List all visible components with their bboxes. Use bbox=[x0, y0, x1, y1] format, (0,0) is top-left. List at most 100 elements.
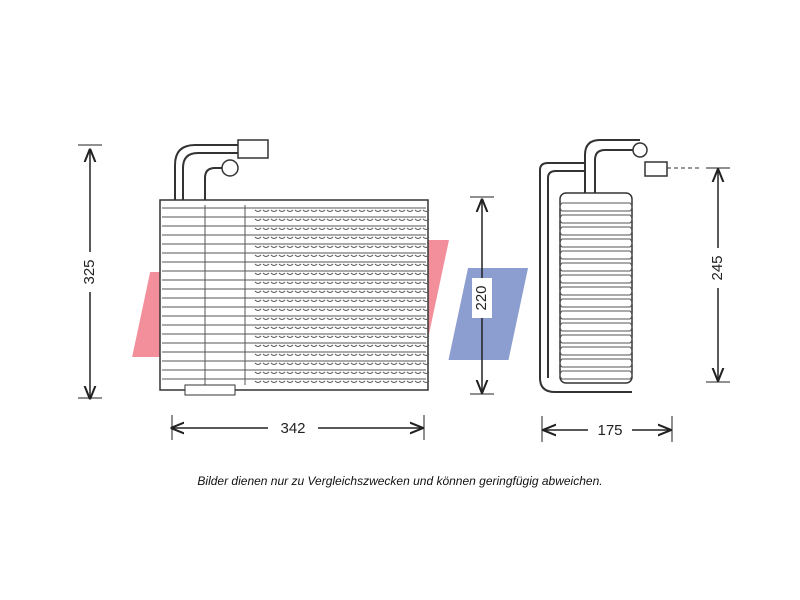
fin-detail bbox=[310, 326, 318, 329]
fin-detail bbox=[366, 326, 374, 329]
side-fin bbox=[559, 310, 633, 320]
fin-detail bbox=[390, 218, 398, 221]
fin-detail bbox=[358, 209, 366, 212]
side-fin bbox=[559, 322, 633, 332]
fin-detail bbox=[254, 290, 262, 293]
fin-detail bbox=[302, 254, 310, 257]
fin-detail bbox=[350, 218, 358, 221]
fin-detail bbox=[262, 236, 270, 239]
fin-detail bbox=[358, 362, 366, 365]
fin-detail bbox=[294, 281, 302, 284]
fin-detail bbox=[334, 335, 342, 338]
fin-detail bbox=[358, 281, 366, 284]
fin-detail bbox=[382, 227, 390, 230]
fin-detail bbox=[294, 380, 302, 383]
fin-detail bbox=[286, 335, 294, 338]
fin-detail bbox=[414, 290, 422, 293]
fin-detail bbox=[350, 272, 358, 275]
fin-detail bbox=[366, 290, 374, 293]
fin-detail bbox=[374, 290, 382, 293]
fin-detail bbox=[374, 353, 382, 356]
fin-detail bbox=[302, 290, 310, 293]
fin-detail bbox=[262, 209, 270, 212]
fin-detail bbox=[326, 362, 334, 365]
fin-detail bbox=[398, 209, 406, 212]
fin-detail bbox=[318, 371, 326, 374]
fin-detail bbox=[286, 281, 294, 284]
fin-detail bbox=[382, 236, 390, 239]
fin-detail bbox=[310, 254, 318, 257]
fin-detail bbox=[302, 380, 310, 383]
fin-detail bbox=[382, 290, 390, 293]
fin-detail bbox=[294, 353, 302, 356]
side-fin bbox=[559, 286, 633, 296]
fin-detail bbox=[414, 209, 422, 212]
fin-detail bbox=[406, 326, 414, 329]
fin-detail bbox=[310, 290, 318, 293]
fin-detail bbox=[406, 227, 414, 230]
fin-detail bbox=[350, 299, 358, 302]
fin-detail bbox=[374, 317, 382, 320]
fin-detail bbox=[262, 263, 270, 266]
dimension-label-side-height: 245 bbox=[709, 255, 726, 280]
disclaimer-caption: Bilder dienen nur zu Vergleichszwecken u… bbox=[197, 474, 603, 488]
fin-detail bbox=[326, 290, 334, 293]
fin-detail bbox=[318, 290, 326, 293]
fin-detail bbox=[358, 317, 366, 320]
fin-detail bbox=[270, 227, 278, 230]
fin-detail bbox=[326, 299, 334, 302]
fin-detail bbox=[406, 299, 414, 302]
fin-detail bbox=[366, 353, 374, 356]
fin-detail bbox=[270, 263, 278, 266]
fin-detail bbox=[310, 227, 318, 230]
fin-detail bbox=[302, 209, 310, 212]
fin-detail bbox=[422, 263, 430, 266]
fin-detail bbox=[358, 263, 366, 266]
fin-detail bbox=[334, 236, 342, 239]
fin-detail bbox=[382, 263, 390, 266]
fin-detail bbox=[398, 281, 406, 284]
fin-detail bbox=[398, 317, 406, 320]
fin-detail bbox=[414, 335, 422, 338]
fin-detail bbox=[422, 380, 430, 383]
fin-detail bbox=[342, 209, 350, 212]
fin-detail bbox=[262, 290, 270, 293]
fin-detail bbox=[278, 254, 286, 257]
fin-detail bbox=[358, 272, 366, 275]
fin-detail bbox=[326, 254, 334, 257]
fin-detail bbox=[270, 308, 278, 311]
fin-detail bbox=[414, 218, 422, 221]
fin-detail bbox=[350, 317, 358, 320]
fin-detail bbox=[366, 227, 374, 230]
fin-detail bbox=[390, 209, 398, 212]
fin-detail bbox=[302, 362, 310, 365]
fin-detail bbox=[318, 380, 326, 383]
fin-detail bbox=[342, 317, 350, 320]
fin-detail bbox=[278, 317, 286, 320]
fin-detail bbox=[382, 245, 390, 248]
fin-detail bbox=[342, 362, 350, 365]
fin-detail bbox=[318, 263, 326, 266]
fin-detail bbox=[398, 272, 406, 275]
fin-detail bbox=[374, 371, 382, 374]
fin-detail bbox=[398, 299, 406, 302]
fin-detail bbox=[326, 353, 334, 356]
fin-detail bbox=[422, 209, 430, 212]
fin-detail bbox=[294, 335, 302, 338]
fin-detail bbox=[310, 245, 318, 248]
fin-detail bbox=[334, 218, 342, 221]
fin-detail bbox=[278, 218, 286, 221]
side-fin bbox=[559, 202, 633, 212]
fin-detail bbox=[294, 362, 302, 365]
fin-detail bbox=[422, 236, 430, 239]
fin-detail bbox=[382, 272, 390, 275]
dimension-side-height: 245 bbox=[706, 167, 730, 383]
fin-detail bbox=[286, 254, 294, 257]
fin-detail bbox=[414, 326, 422, 329]
fin-detail bbox=[310, 272, 318, 275]
fin-detail bbox=[262, 227, 270, 230]
fin-detail bbox=[374, 326, 382, 329]
side-fin bbox=[559, 262, 633, 272]
fin-detail bbox=[406, 209, 414, 212]
fin-detail bbox=[350, 308, 358, 311]
